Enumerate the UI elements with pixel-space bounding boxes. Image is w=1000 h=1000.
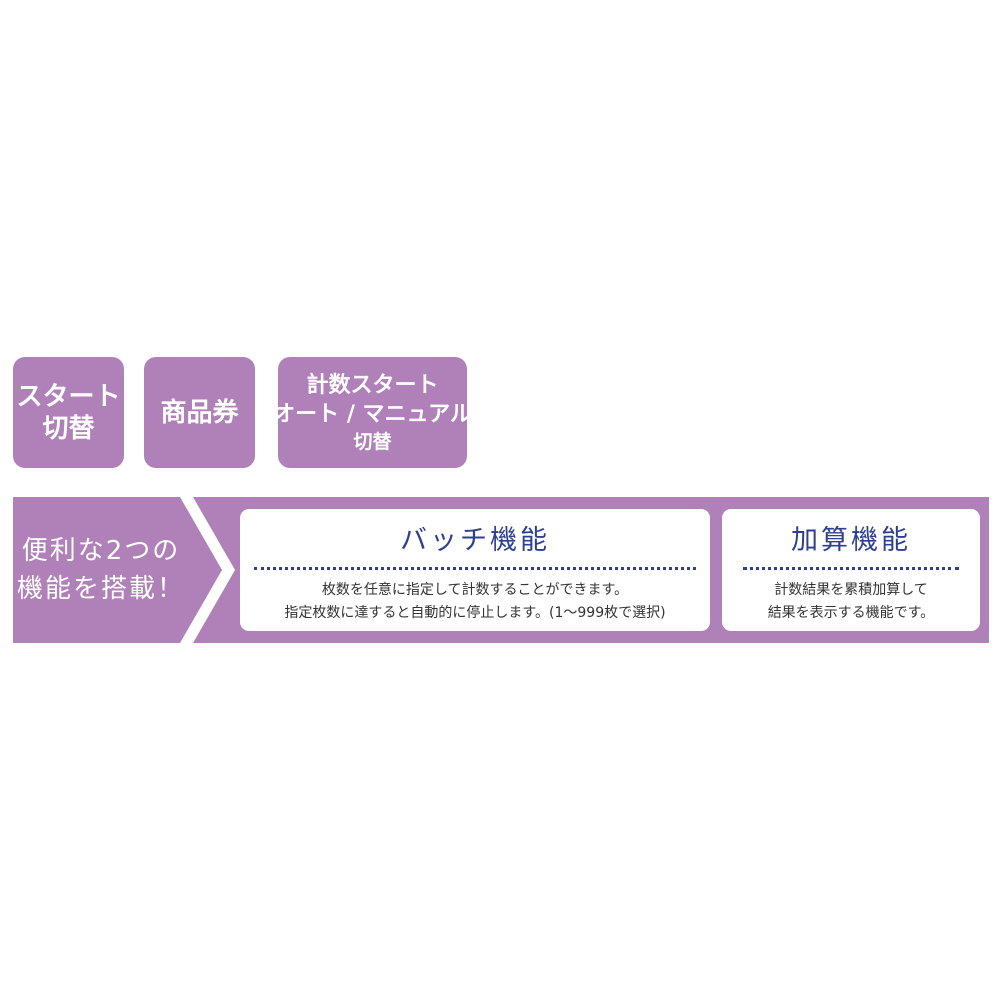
addition-description-line-2: 結果を表示する機能です。 xyxy=(767,605,935,621)
start-switch-line-2: 切替 xyxy=(42,413,95,444)
count-start-mode-line-1: 計数スタート xyxy=(306,372,439,398)
intro-arrow-shape xyxy=(13,497,222,643)
addition-function-description: 計数結果を累積加算して 結果を表示する機能です。 xyxy=(722,579,980,625)
batch-description-line-1: 枚数を任意に指定して計数することができます。 xyxy=(321,582,629,598)
dotted-divider xyxy=(743,567,959,570)
addition-description-line-1: 計数結果を累積加算して xyxy=(774,582,928,598)
features-banner: 便利な2つの 機能を搭載！ バッチ機能 枚数を任意に指定して計数することができま… xyxy=(13,497,989,643)
count-start-mode-tag: 計数スタート オート / マニュアル 切替 xyxy=(273,357,472,468)
count-start-mode-line-2: オート / マニュアル xyxy=(273,401,472,427)
start-switch-line-1: スタート xyxy=(16,381,121,412)
intro-line-2: 機能を搭載！ xyxy=(16,574,185,604)
addition-function-card: 加算機能 計数結果を累積加算して 結果を表示する機能です。 xyxy=(722,509,980,631)
intro-text: 便利な2つの 機能を搭載！ xyxy=(13,497,189,643)
count-start-mode-line-3: 切替 xyxy=(353,430,392,453)
gift-voucher-tag: 商品券 xyxy=(144,357,255,468)
batch-function-description: 枚数を任意に指定して計数することができます。 指定枚数に達すると自動的に停止しま… xyxy=(240,579,710,625)
addition-function-title: 加算機能 xyxy=(791,525,911,556)
batch-description-line-2: 指定枚数に達すると自動的に停止します。(1〜999枚で選択) xyxy=(284,605,666,621)
gift-voucher-label: 商品券 xyxy=(160,397,239,428)
intro-line-1: 便利な2つの xyxy=(21,536,181,566)
batch-function-title: バッチ機能 xyxy=(400,525,550,556)
batch-function-card: バッチ機能 枚数を任意に指定して計数することができます。 指定枚数に達すると自動… xyxy=(240,509,710,631)
dotted-divider xyxy=(254,567,696,570)
start-switch-tag: スタート 切替 xyxy=(13,357,124,468)
